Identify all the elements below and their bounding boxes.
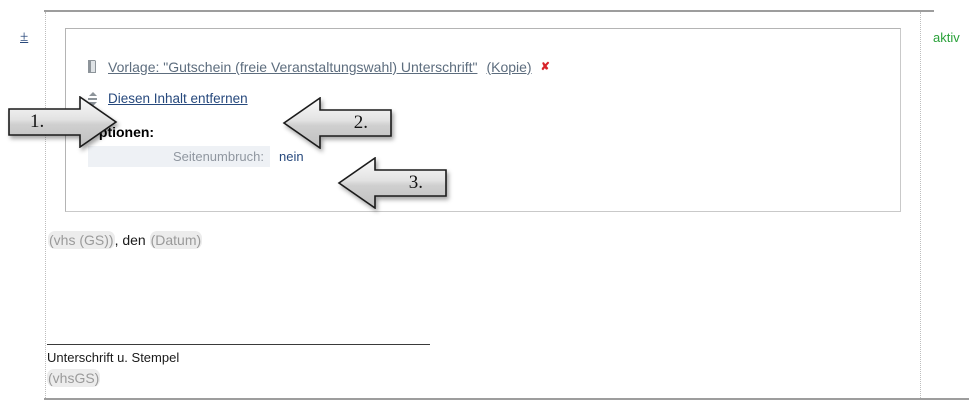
delete-icon[interactable]: ✘ <box>540 61 550 73</box>
placeholder-token-date: (Datum) <box>149 231 203 249</box>
callout-label-2: 2. <box>353 112 368 133</box>
callout-label-3: 3. <box>408 172 423 193</box>
top-divider <box>44 10 934 12</box>
right-column-guide <box>920 12 921 398</box>
bottom-divider <box>44 398 969 400</box>
callout-arrow-1: 1. <box>8 96 118 148</box>
option-value-seitenumbruch[interactable]: nein <box>279 149 304 164</box>
callout-arrow-2: 2. <box>282 97 392 149</box>
options-heading: Optionen: <box>88 124 155 140</box>
options-table: Seitenumbruch: nein <box>88 146 338 167</box>
remove-content-link[interactable]: Diesen Inhalt entfernen <box>108 91 248 106</box>
callout-label-1: 1. <box>30 111 45 132</box>
signature-caption: Unterschrift u. Stempel <box>47 350 180 365</box>
document-date-line: (vhs (GS)), den (Datum) <box>48 231 203 249</box>
option-label-seitenumbruch: Seitenumbruch: <box>88 146 270 167</box>
placeholder-token-signature: (vhsGS) <box>47 369 101 387</box>
content-block-panel: Vorlage: "Gutschein (freie Veranstaltung… <box>65 28 901 212</box>
date-separator: , den <box>114 232 150 248</box>
signature-token-wrap: (vhsGS) <box>47 369 101 387</box>
left-column-guide <box>45 12 46 398</box>
status-badge: aktiv <box>933 30 960 45</box>
template-copy-link[interactable]: (Kopie) <box>486 59 532 75</box>
document-icon <box>88 60 99 74</box>
signature-rule <box>47 344 430 345</box>
placeholder-token-place: (vhs (GS)) <box>48 231 115 249</box>
template-link[interactable]: Vorlage: "Gutschein (freie Veranstaltung… <box>108 59 478 75</box>
template-row: Vorlage: "Gutschein (freie Veranstaltung… <box>66 59 900 75</box>
expand-collapse-toggle[interactable]: ± <box>20 29 29 45</box>
callout-arrow-3: 3. <box>337 157 447 209</box>
remove-content-row: Diesen Inhalt entfernen <box>66 91 900 106</box>
sort-handle-icon[interactable] <box>88 91 99 106</box>
